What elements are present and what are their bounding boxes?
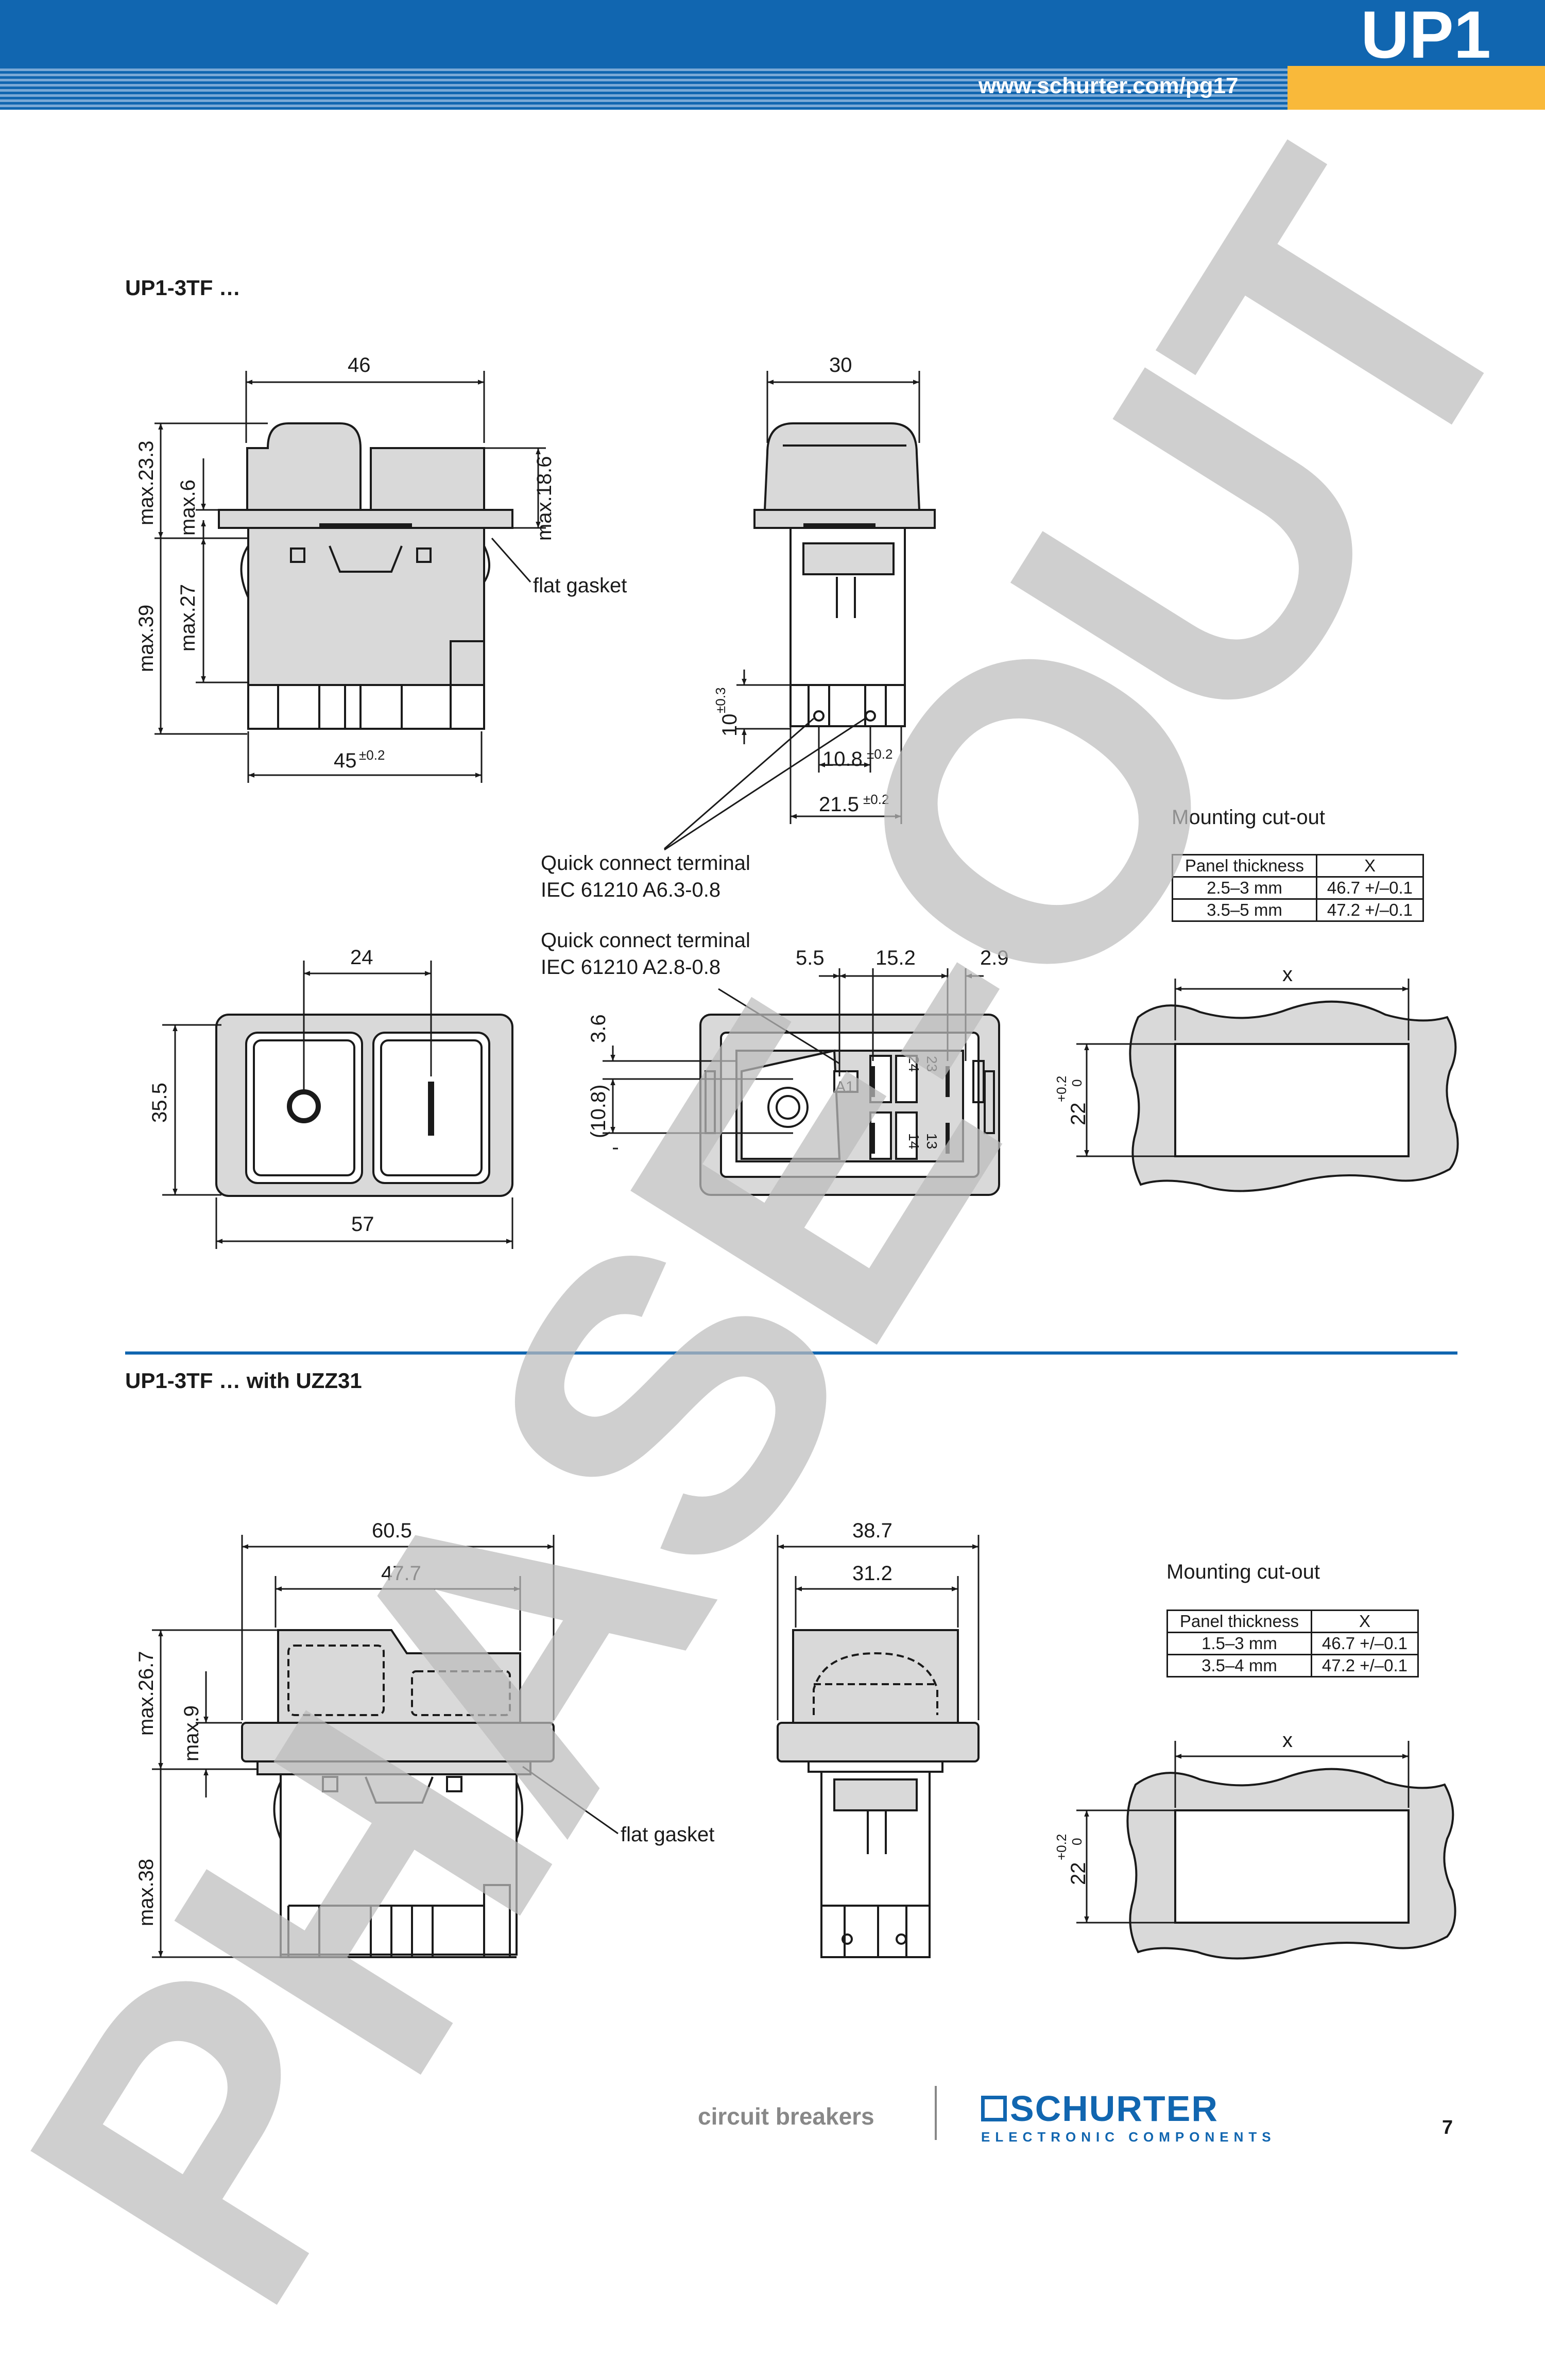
bottom-view-1 bbox=[699, 1014, 1000, 1196]
side-view-1 bbox=[753, 422, 936, 727]
header-url-link[interactable]: www.schurter.com/pg17 bbox=[978, 73, 1239, 98]
dim-max267: max.26.7 bbox=[135, 1651, 158, 1736]
terminal-14: 14 bbox=[906, 1133, 922, 1149]
note-qc2-line1: Quick connect terminal bbox=[541, 929, 750, 952]
section1-title: UP1-3TF … bbox=[125, 276, 241, 300]
flat-gasket-label: flat gasket bbox=[533, 574, 627, 597]
dim-x-2: x bbox=[1282, 1729, 1293, 1752]
dim-22-tol0-1: 0 bbox=[1069, 1080, 1085, 1087]
dim-355: 35.5 bbox=[148, 1083, 171, 1123]
cutout-title-1: Mounting cut-out bbox=[1172, 806, 1325, 829]
dim-387: 38.7 bbox=[852, 1519, 892, 1542]
header-yellow-tab bbox=[1288, 66, 1545, 110]
note-quick-connect-1: Quick connect terminal IEC 61210 A6.3-0.… bbox=[541, 850, 750, 903]
table2-header-x: X bbox=[1310, 1610, 1419, 1633]
page-title: UP1 bbox=[1361, 0, 1491, 72]
table1-cell: 46.7 +/–0.1 bbox=[1315, 876, 1424, 900]
dimension-lines bbox=[152, 371, 1410, 1958]
dim-22-tol0-2: 0 bbox=[1069, 1838, 1085, 1845]
front-view-2 bbox=[241, 1629, 555, 1958]
page-number: 7 bbox=[1442, 2117, 1453, 2138]
dim-29: 2.9 bbox=[980, 947, 1009, 969]
dim-152: 15.2 bbox=[876, 947, 916, 969]
technical-drawings: 46 max.23.3 max.6 max.18.6 flat gasket m… bbox=[135, 354, 1459, 1960]
dim-22-tolp-2: +0.2 bbox=[1054, 1834, 1069, 1860]
top-view-1 bbox=[215, 1014, 513, 1197]
dim-215-tol: ±0.2 bbox=[863, 792, 889, 807]
dim-22-1: 22 bbox=[1067, 1103, 1090, 1126]
dim-x-1: x bbox=[1282, 963, 1293, 986]
front-view-1 bbox=[218, 422, 513, 730]
cutout-view-2 bbox=[1126, 1768, 1456, 1960]
brand-subtitle: ELECTRONIC COMPONENTS bbox=[981, 2129, 1276, 2145]
table2-cell: 46.7 +/–0.1 bbox=[1310, 1632, 1419, 1655]
dim-max6: max.6 bbox=[177, 480, 199, 536]
flat-gasket-label-2: flat gasket bbox=[621, 1823, 714, 1846]
terminal-24: 24 bbox=[906, 1056, 922, 1072]
header-title-band bbox=[1288, 0, 1545, 66]
header-bar: UP1 www.schurter.com/pg17 bbox=[0, 0, 1545, 110]
table1-header-thickness: Panel thickness bbox=[1172, 854, 1317, 878]
table1-cell: 3.5–5 mm bbox=[1172, 898, 1317, 922]
dim-22-2: 22 bbox=[1067, 1862, 1090, 1886]
note-qc1-line2: IEC 61210 A6.3-0.8 bbox=[541, 879, 721, 901]
dim-max27: max.27 bbox=[177, 584, 199, 652]
dim-45-tol: ±0.2 bbox=[359, 747, 385, 763]
table1-cell: 2.5–3 mm bbox=[1172, 876, 1317, 900]
side-view-2 bbox=[777, 1629, 980, 1958]
dim-max38: max.38 bbox=[135, 1859, 158, 1926]
dim-30: 30 bbox=[829, 354, 852, 376]
dim-108-tol: ±0.2 bbox=[867, 746, 892, 762]
dim-22-tolp-1: +0.2 bbox=[1054, 1076, 1069, 1102]
dim-max233: max.23.3 bbox=[135, 440, 158, 525]
dim-10: 10 bbox=[718, 714, 741, 737]
footer-category: circuit breakers bbox=[698, 2103, 874, 2130]
section-divider bbox=[125, 1351, 1457, 1355]
schurter-logo: SCHURTER bbox=[981, 2088, 1218, 2129]
dimension-labels: 46 max.23.3 max.6 max.18.6 flat gasket m… bbox=[135, 354, 1293, 1926]
dim-605: 60.5 bbox=[372, 1519, 412, 1542]
brand-name: SCHURTER bbox=[1010, 2088, 1218, 2129]
logo-mark-icon bbox=[981, 2095, 1007, 2121]
terminal-a1: A1 bbox=[835, 1078, 854, 1095]
note-qc2-line2: IEC 61210 A2.8-0.8 bbox=[541, 956, 721, 979]
section2-title: UP1-3TF … with UZZ31 bbox=[125, 1368, 362, 1393]
footer-separator bbox=[935, 2086, 937, 2140]
dim-477: 47.7 bbox=[381, 1562, 421, 1585]
dim-55: 5.5 bbox=[796, 947, 825, 969]
dim-108: 10.8 bbox=[822, 748, 863, 770]
dim-46: 46 bbox=[348, 354, 371, 376]
note-quick-connect-2: Quick connect terminal IEC 61210 A2.8-0.… bbox=[541, 927, 750, 981]
cutout-title-2: Mounting cut-out bbox=[1166, 1561, 1320, 1583]
header-stripes bbox=[0, 66, 1288, 110]
dim-36: 3.6 bbox=[587, 1014, 610, 1043]
dim-10-tol: ±0.3 bbox=[713, 688, 728, 713]
dim-max186: max.18.6 bbox=[533, 456, 556, 541]
note-qc1-line1: Quick connect terminal bbox=[541, 852, 750, 875]
dim-max39: max.39 bbox=[135, 605, 158, 672]
table1-cell: 47.2 +/–0.1 bbox=[1315, 898, 1424, 922]
dim-215: 21.5 bbox=[819, 793, 859, 816]
terminal-23: 23 bbox=[924, 1056, 940, 1072]
dim-108b: (10.8) bbox=[587, 1085, 610, 1139]
table2-cell: 3.5–4 mm bbox=[1166, 1654, 1312, 1677]
dim-24: 24 bbox=[350, 946, 373, 969]
table2-cell: 1.5–3 mm bbox=[1166, 1632, 1312, 1655]
dim-57: 57 bbox=[351, 1213, 374, 1236]
dim-max9: max.9 bbox=[180, 1705, 203, 1761]
table2-header-thickness: Panel thickness bbox=[1166, 1610, 1312, 1633]
table1-header-x: X bbox=[1315, 854, 1424, 878]
cutout-view-1 bbox=[1129, 1000, 1459, 1192]
table2-cell: 47.2 +/–0.1 bbox=[1310, 1654, 1419, 1677]
dim-45: 45 bbox=[334, 749, 357, 772]
dim-312: 31.2 bbox=[852, 1562, 892, 1585]
header-blue-band bbox=[0, 0, 1288, 66]
terminal-13: 13 bbox=[924, 1133, 940, 1149]
